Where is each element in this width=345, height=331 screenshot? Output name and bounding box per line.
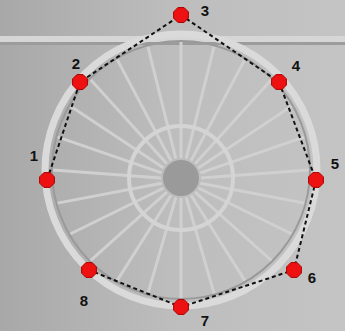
dashed-outline <box>47 15 316 307</box>
spoke <box>90 192 166 260</box>
callout-number: 4 <box>292 58 300 73</box>
background-band <box>0 42 345 45</box>
spoke <box>53 170 161 178</box>
spoke <box>191 59 245 161</box>
spoke <box>90 79 166 163</box>
spoke <box>180 42 183 158</box>
marker-dot <box>73 75 88 90</box>
marker-dot <box>174 8 189 23</box>
spoke <box>186 197 214 293</box>
callout-number: 3 <box>201 3 209 18</box>
callout-number: 7 <box>201 313 209 328</box>
wheel-rim <box>52 41 310 299</box>
spoke <box>148 46 176 158</box>
marker-dot <box>174 300 189 315</box>
spoke <box>195 192 271 260</box>
callout-number: 6 <box>308 270 316 285</box>
spoke <box>70 188 164 234</box>
marker-dot <box>82 263 97 278</box>
spoke <box>200 137 304 173</box>
spoke <box>57 183 161 203</box>
callout-number: 2 <box>72 56 80 71</box>
marker-dot <box>40 173 55 188</box>
marker-dot <box>287 263 302 278</box>
spoke <box>180 198 183 298</box>
marker-dots <box>40 8 324 315</box>
wheel-spokes <box>53 42 309 298</box>
wheel-rim <box>45 34 317 306</box>
spoke <box>200 183 304 203</box>
marker-dot <box>272 75 287 90</box>
spoke <box>201 170 309 178</box>
callout-number: 5 <box>331 156 339 171</box>
marker-dot <box>309 173 324 188</box>
wheel-hub-ring <box>129 126 233 230</box>
wheel-hub <box>163 160 199 196</box>
callout-number: 8 <box>80 293 88 308</box>
callout-number: 1 <box>30 148 38 163</box>
